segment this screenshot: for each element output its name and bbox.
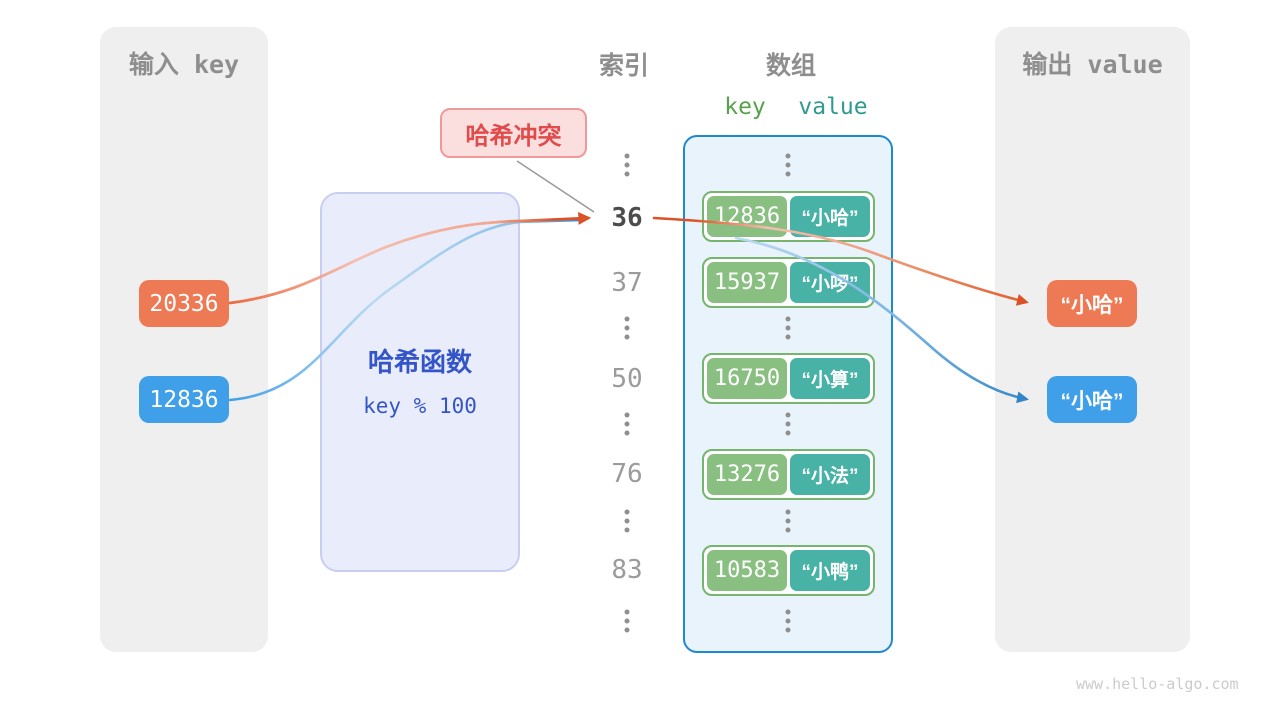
pair-key: 10583	[707, 550, 787, 591]
hash-function-name: 哈希函数	[367, 347, 472, 377]
hash-function-formula: key % 100	[363, 394, 477, 418]
array-ellipsis	[785, 316, 791, 340]
hash-collision-label: 哈希冲突	[440, 108, 587, 158]
output-value-badge-blue: “小哈”	[1047, 376, 1137, 423]
pair-value: “小鸭”	[790, 550, 870, 591]
pair-key: 15937	[707, 262, 787, 303]
array-row-pair: 16750 “小算”	[702, 353, 875, 404]
array-value-header: value	[798, 94, 868, 120]
watermark: www.hello-algo.com	[1076, 675, 1239, 693]
output-value-panel: 输出 value	[995, 27, 1190, 652]
index-column-title: 索引	[598, 52, 650, 80]
index-ellipsis	[624, 412, 630, 436]
index-36-highlighted: 36	[611, 203, 643, 233]
index-ellipsis	[624, 153, 630, 177]
pair-key: 13276	[707, 454, 787, 495]
pair-value: “小算”	[790, 358, 870, 399]
pair-key: 12836	[707, 196, 787, 237]
array-row-pair: 15937 “小啰”	[702, 257, 875, 308]
pair-key: 16750	[707, 358, 787, 399]
array-ellipsis	[785, 412, 791, 436]
pair-value: “小法”	[790, 454, 870, 495]
input-key-badge-20336: 20336	[139, 280, 229, 327]
index-76: 76	[611, 459, 643, 489]
index-ellipsis	[624, 609, 630, 633]
array-ellipsis	[785, 509, 791, 533]
array-ellipsis	[785, 609, 791, 633]
pair-value: “小哈”	[790, 196, 870, 237]
index-50: 50	[611, 364, 643, 394]
array-column-title: 数组	[765, 52, 817, 80]
collision-leader-line	[516, 160, 595, 213]
array-row-pair: 12836 “小哈”	[702, 191, 875, 242]
pair-value: “小啰”	[790, 262, 870, 303]
array-row-pair: 13276 “小法”	[702, 449, 875, 500]
array-key-header: key	[724, 94, 766, 120]
array-row-pair: 10583 “小鸭”	[702, 545, 875, 596]
input-panel-title: 输入 key	[128, 50, 240, 79]
array-ellipsis	[785, 153, 791, 177]
input-key-badge-12836: 12836	[139, 376, 229, 423]
hash-function-box: 哈希函数 key % 100	[320, 192, 520, 572]
index-ellipsis	[624, 316, 630, 340]
input-key-panel: 输入 key	[100, 27, 268, 652]
output-panel-title: 输出 value	[1022, 50, 1163, 79]
index-37: 37	[611, 268, 643, 298]
index-ellipsis	[624, 509, 630, 533]
output-value-badge-orange: “小哈”	[1047, 280, 1137, 327]
index-83: 83	[611, 555, 643, 585]
